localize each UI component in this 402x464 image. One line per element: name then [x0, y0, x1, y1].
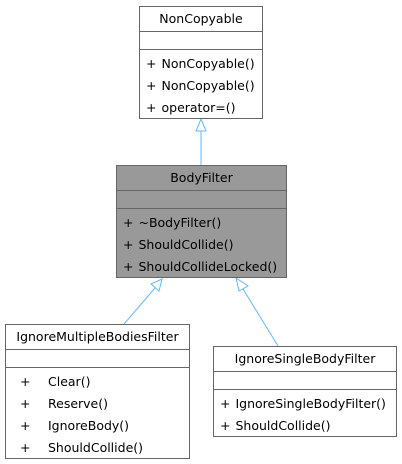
visibility-marker: + [220, 395, 231, 411]
method-row[interactable]: + Clear() [6, 371, 189, 393]
inheritance-arrowhead [235, 276, 249, 292]
methods-section: + Clear() + Reserve() + IgnoreBody() + S… [6, 367, 189, 459]
methods-section: + NonCopyable() + NonCopyable() + operat… [140, 49, 262, 119]
attributes-section [117, 190, 286, 208]
method-row[interactable]: + ShouldCollide() [214, 415, 396, 437]
visibility-marker: + [20, 417, 31, 433]
class-name: BodyFilter [170, 169, 233, 185]
method-row[interactable]: + IgnoreSingleBodyFilter() [214, 393, 396, 415]
edge-ignoresingle-to-bodyfilter [242, 288, 279, 347]
method-name: ~BodyFilter() [138, 214, 222, 230]
visibility-marker: + [146, 55, 157, 71]
visibility-marker: + [146, 77, 157, 93]
attributes-section [140, 31, 262, 49]
method-row[interactable]: + ShouldCollide() [117, 234, 286, 256]
class-name: NonCopyable [159, 10, 243, 26]
visibility-marker: + [20, 395, 31, 411]
class-name: IgnoreMultipleBodiesFilter [16, 328, 179, 344]
method-name: IgnoreBody() [48, 417, 130, 433]
edge-ignoremultiple-to-bodyfilter [123, 287, 156, 325]
method-row[interactable]: + NonCopyable() [140, 75, 262, 97]
visibility-marker: + [123, 214, 134, 230]
method-name: ShouldCollideLocked() [138, 258, 278, 274]
method-name: NonCopyable() [161, 77, 255, 93]
method-name: ShouldCollide() [48, 439, 144, 455]
method-name: IgnoreSingleBodyFilter() [235, 395, 386, 411]
inheritance-arrowhead [195, 117, 207, 132]
class-name: IgnoreSingleBodyFilter [234, 350, 376, 366]
inheritance-arrowhead [150, 278, 163, 292]
class-bodyfilter[interactable]: BodyFilter + ~BodyFilter() + ShouldColli… [116, 165, 287, 278]
method-name: ShouldCollide() [138, 236, 234, 252]
attributes-section [214, 371, 396, 389]
methods-section: + ~BodyFilter() + ShouldCollide() + Shou… [117, 208, 286, 278]
class-ignoresinglebodyfilter[interactable]: IgnoreSingleBodyFilter + IgnoreSingleBod… [213, 346, 397, 437]
method-row[interactable]: + ShouldCollideLocked() [117, 256, 286, 278]
class-noncopyable[interactable]: NonCopyable + NonCopyable() + NonCopyabl… [139, 6, 263, 119]
method-row[interactable]: + Reserve() [6, 393, 189, 415]
method-row[interactable]: + ShouldCollide() [6, 437, 189, 459]
attributes-section [6, 349, 189, 367]
visibility-marker: + [220, 417, 231, 433]
method-row[interactable]: + NonCopyable() [140, 53, 262, 75]
method-name: NonCopyable() [161, 55, 255, 71]
method-name: Clear() [48, 373, 91, 389]
visibility-marker: + [20, 373, 31, 389]
visibility-marker: + [20, 439, 31, 455]
method-name: operator=() [161, 99, 236, 115]
visibility-marker: + [123, 258, 134, 274]
class-ignoremultiplebodiesfilter[interactable]: IgnoreMultipleBodiesFilter + Clear() + R… [5, 324, 190, 459]
method-row[interactable]: + ~BodyFilter() [117, 212, 286, 234]
method-row[interactable]: + operator=() [140, 97, 262, 119]
visibility-marker: + [123, 236, 134, 252]
visibility-marker: + [146, 99, 157, 115]
method-name: ShouldCollide() [235, 417, 331, 433]
method-name: Reserve() [48, 395, 108, 411]
method-row[interactable]: + IgnoreBody() [6, 415, 189, 437]
methods-section: + IgnoreSingleBodyFilter() + ShouldColli… [214, 389, 396, 437]
